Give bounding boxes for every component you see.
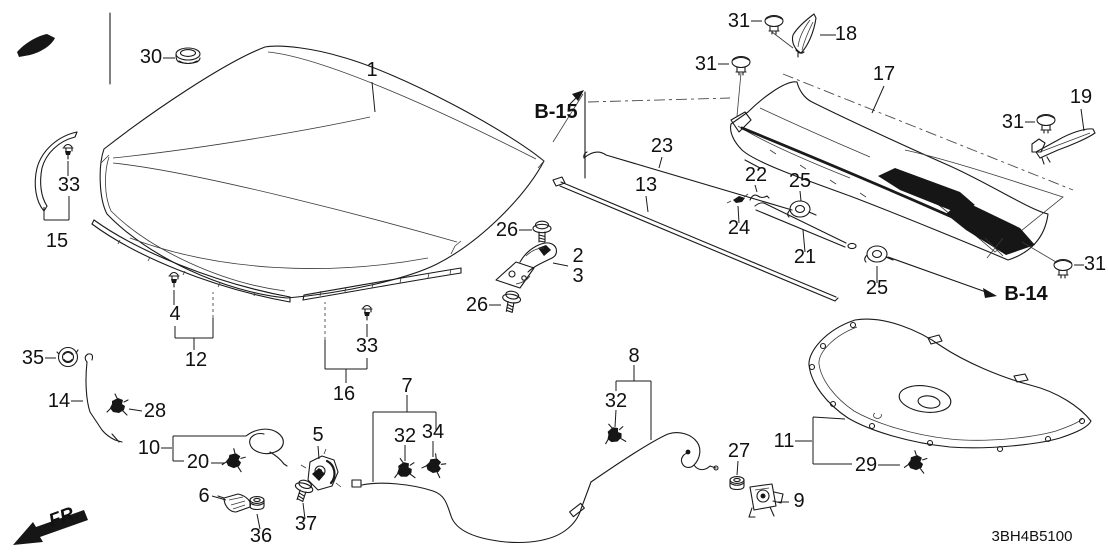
part-label-24: 24 bbox=[728, 217, 750, 239]
part-label-15: 15 bbox=[46, 230, 68, 252]
clip-31-a bbox=[764, 14, 784, 35]
part-label-3: 3 bbox=[572, 265, 583, 287]
hood-support-rods bbox=[552, 151, 857, 302]
section-ref-b15: B-15 bbox=[534, 101, 577, 123]
clip-31-d bbox=[1053, 258, 1073, 279]
part-label-5: 5 bbox=[312, 424, 323, 446]
bolt-26-upper bbox=[532, 220, 552, 243]
hood-release-cable bbox=[351, 432, 719, 544]
part-label-10: 10 bbox=[138, 437, 160, 459]
clip-24 bbox=[726, 193, 749, 204]
part-label-22: 22 bbox=[745, 164, 767, 186]
hood-lock-assembly bbox=[748, 483, 784, 518]
part-label-1: 1 bbox=[366, 59, 377, 81]
part-label-30: 30 bbox=[140, 46, 162, 68]
grommet-27 bbox=[729, 476, 745, 491]
clip-33-center bbox=[361, 304, 373, 321]
clip-31-b bbox=[731, 55, 751, 76]
part-label-35: 35 bbox=[22, 347, 44, 369]
hood-front-seal-strip bbox=[302, 267, 462, 301]
cowl-side-garnish-left bbox=[791, 13, 817, 58]
section-arrow-b15 bbox=[569, 90, 584, 105]
plug-30 bbox=[175, 47, 201, 65]
part-label-29: 29 bbox=[855, 454, 877, 476]
part-label-28: 28 bbox=[144, 400, 166, 422]
clip-20 bbox=[221, 446, 248, 473]
bolt-26-lower bbox=[499, 289, 523, 314]
grommet-36 bbox=[249, 496, 265, 511]
hood-front-molding bbox=[91, 219, 291, 303]
interior-opener-cable bbox=[245, 428, 288, 467]
part-label-8: 8 bbox=[628, 345, 639, 367]
part-label-34: 34 bbox=[422, 421, 444, 443]
clip-32-right bbox=[600, 420, 628, 448]
part-label-14: 14 bbox=[48, 390, 70, 412]
hood-latch bbox=[300, 448, 342, 491]
grommet-35 bbox=[56, 346, 79, 368]
section-arrow-b14 bbox=[887, 256, 997, 298]
part-label-27: 27 bbox=[728, 440, 750, 462]
grommet-25-lower bbox=[864, 245, 894, 263]
diagram-code: 3BH4B5100 bbox=[992, 528, 1073, 545]
clip-31-c bbox=[1036, 113, 1056, 134]
part-label-32-right: 32 bbox=[605, 390, 627, 412]
part-label-26-upper: 26 bbox=[496, 219, 518, 241]
part-label-31-a: 31 bbox=[728, 10, 750, 32]
part-label-25-lower: 25 bbox=[866, 277, 888, 299]
part-label-37: 37 bbox=[295, 513, 317, 535]
clip-32-left bbox=[391, 456, 417, 482]
cowl-side-garnish-right bbox=[1031, 128, 1096, 165]
fr-arrow-icon bbox=[13, 510, 88, 545]
part-label-11: 11 bbox=[774, 430, 795, 452]
part-label-21: 21 bbox=[794, 246, 816, 268]
part-label-16: 16 bbox=[333, 383, 355, 405]
part-label-2: 2 bbox=[572, 245, 583, 267]
part-label-4: 4 bbox=[169, 303, 180, 325]
hood-region-icon bbox=[17, 34, 55, 57]
part-label-31-c: 31 bbox=[1002, 111, 1024, 133]
part-labels: 30 1 33 15 4 12 33 16 26 2 3 26 23 13 22… bbox=[22, 10, 1106, 547]
part-label-32-left: 32 bbox=[394, 425, 416, 447]
part-label-9: 9 bbox=[793, 490, 804, 512]
clip-33-left bbox=[62, 143, 74, 160]
part-label-31-d: 31 bbox=[1084, 253, 1106, 275]
clip-22 bbox=[749, 194, 770, 201]
part-label-6: 6 bbox=[198, 485, 209, 507]
part-label-33-left: 33 bbox=[58, 174, 80, 196]
hood-edge-molding-left bbox=[34, 131, 78, 212]
part-label-25-upper: 25 bbox=[789, 170, 811, 192]
hood-panel bbox=[99, 45, 545, 299]
part-label-36: 36 bbox=[250, 525, 272, 547]
part-label-20: 20 bbox=[187, 451, 209, 473]
clip-4 bbox=[168, 271, 180, 288]
part-label-26-lower: 26 bbox=[466, 294, 488, 316]
grommet-25-upper bbox=[787, 200, 817, 218]
hood-insulator-panel bbox=[808, 318, 1092, 453]
part-label-33-center: 33 bbox=[356, 335, 378, 357]
part-label-23: 23 bbox=[651, 135, 673, 157]
bolt-37 bbox=[290, 477, 316, 504]
fr-label: FR. bbox=[46, 502, 82, 532]
part-label-17: 17 bbox=[873, 63, 895, 85]
part-label-7: 7 bbox=[401, 375, 412, 397]
part-label-31-b: 31 bbox=[695, 53, 717, 75]
leader-lines bbox=[43, 20, 1085, 530]
cowl-top-panel bbox=[730, 81, 1064, 261]
hood-opener-rod bbox=[84, 353, 123, 443]
clip-29 bbox=[903, 449, 929, 474]
hood-hinge bbox=[495, 242, 558, 289]
hood-release-handle bbox=[217, 493, 251, 513]
part-label-12: 12 bbox=[185, 349, 207, 371]
part-label-19: 19 bbox=[1070, 86, 1092, 108]
part-label-13: 13 bbox=[635, 174, 657, 196]
phantom-lines bbox=[552, 31, 1074, 263]
clip-34 bbox=[420, 450, 449, 479]
section-ref-b14: B-14 bbox=[1004, 283, 1048, 305]
part-label-18: 18 bbox=[835, 23, 857, 45]
clip-28 bbox=[106, 393, 129, 416]
